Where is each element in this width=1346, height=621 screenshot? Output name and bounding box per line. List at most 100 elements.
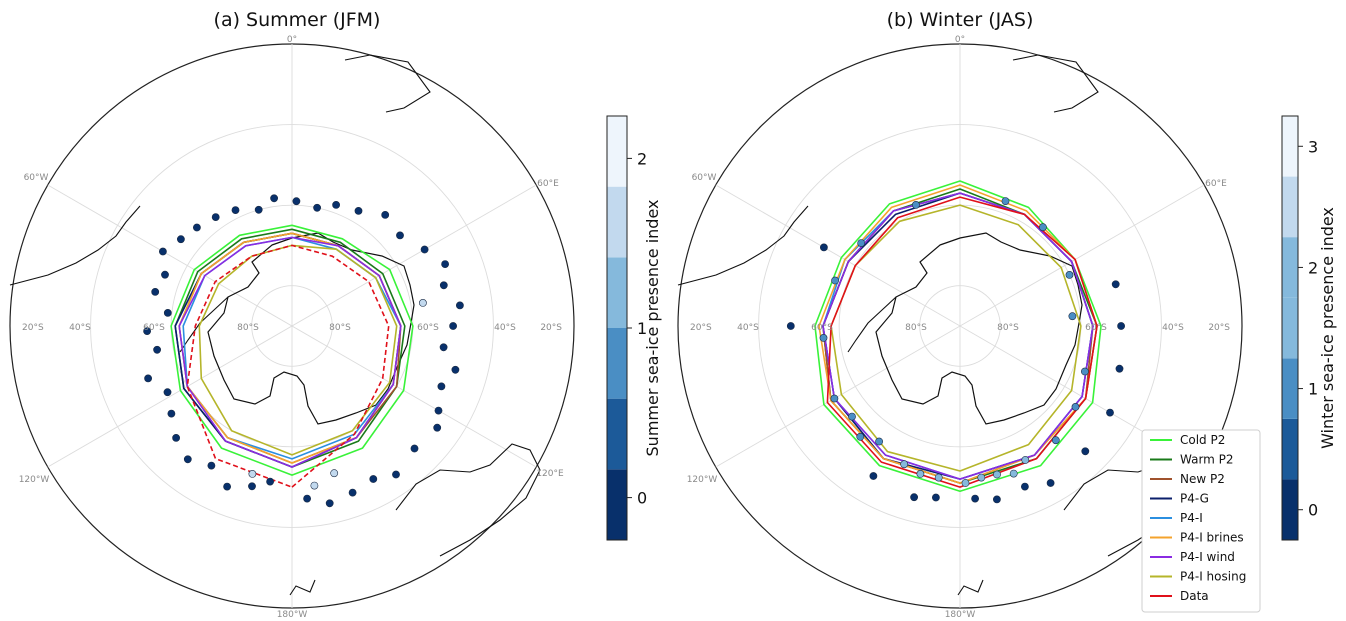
colorbar-label: Winter sea-ice presence index bbox=[1318, 207, 1337, 449]
contour-p4-i-wind bbox=[178, 236, 402, 468]
site-marker bbox=[1051, 436, 1060, 445]
site-marker bbox=[961, 479, 970, 487]
site-marker bbox=[1065, 270, 1074, 279]
australia-coast bbox=[395, 443, 541, 557]
lat-label-20s-east: 20°S bbox=[540, 323, 562, 333]
contour-data bbox=[186, 244, 390, 488]
site-marker bbox=[971, 494, 979, 503]
site-marker bbox=[354, 206, 363, 215]
panel-title: (b) Winter (JAS) bbox=[887, 9, 1034, 31]
site-marker bbox=[161, 270, 169, 279]
site-marker bbox=[1071, 402, 1080, 411]
colorbar-blocks bbox=[607, 116, 627, 540]
site-marker bbox=[1117, 322, 1125, 330]
panel-winter: (b) Winter (JAS) 0° 60°E 180°W 120°W 60°… bbox=[677, 9, 1337, 620]
colorbar-tick-label: 2 bbox=[1308, 258, 1318, 277]
legend-label: P4-I bbox=[1180, 511, 1203, 525]
lon-label-60e: 60°E bbox=[1205, 179, 1227, 189]
colorbar-block bbox=[1282, 176, 1298, 238]
site-marker bbox=[1111, 280, 1120, 289]
lat-label-20s-west: 20°S bbox=[22, 323, 44, 333]
site-marker bbox=[396, 231, 404, 240]
colorbar-frame bbox=[1281, 115, 1299, 541]
colorbar-block bbox=[607, 257, 627, 328]
polar-map: 0° 60°E 120°E 180°W 120°W 60°W 20°S 40°S… bbox=[9, 35, 575, 620]
graticule-labels: 0° 60°E 120°E 180°W 120°W 60°W 20°S 40°S… bbox=[19, 35, 564, 620]
site-marker bbox=[163, 308, 172, 317]
site-marker bbox=[144, 374, 152, 383]
site-marker bbox=[439, 343, 448, 352]
colorbar-block bbox=[1282, 418, 1298, 480]
site-marker bbox=[1046, 479, 1055, 487]
site-marker bbox=[1106, 408, 1114, 417]
site-marker bbox=[270, 194, 278, 203]
lat-label-40s-east: 40°S bbox=[1162, 323, 1184, 333]
lon-label-60w: 60°W bbox=[24, 173, 49, 183]
lat-label-20s-east: 20°S bbox=[1208, 323, 1230, 333]
site-marker bbox=[153, 345, 161, 354]
site-marker bbox=[1068, 312, 1077, 321]
site-marker bbox=[437, 382, 446, 391]
site-marker bbox=[211, 213, 220, 221]
site-marker bbox=[313, 203, 321, 212]
lat-label-60s-west: 60°S bbox=[811, 323, 833, 333]
south-america-coast bbox=[677, 205, 809, 286]
legend-label: Data bbox=[1180, 589, 1209, 603]
colorbar-tick-label: 0 bbox=[637, 489, 647, 508]
site-marker bbox=[439, 281, 448, 290]
colorbar-block bbox=[607, 328, 627, 399]
colorbar-tick-label: 2 bbox=[637, 149, 647, 168]
site-markers bbox=[143, 194, 464, 508]
site-marker bbox=[266, 477, 274, 486]
colorbar-block bbox=[607, 398, 627, 470]
lon-label-120e: 120°E bbox=[536, 469, 564, 479]
contour-cold-p2 bbox=[170, 224, 414, 476]
lat-label-80s-west: 80°S bbox=[905, 323, 927, 333]
lon-label-60e: 60°E bbox=[537, 179, 559, 189]
site-marker bbox=[932, 493, 940, 502]
legend-label: P4-I hosing bbox=[1180, 570, 1246, 584]
site-marker bbox=[254, 205, 263, 214]
panel-title: (a) Summer (JFM) bbox=[214, 9, 381, 31]
site-marker bbox=[325, 499, 334, 508]
site-marker bbox=[303, 494, 311, 503]
site-marker bbox=[418, 298, 427, 307]
site-marker bbox=[1081, 367, 1089, 376]
colorbar-block bbox=[607, 186, 627, 258]
site-marker bbox=[151, 287, 160, 296]
colorbar-blocks bbox=[1282, 116, 1298, 540]
graticule bbox=[715, 44, 1205, 608]
site-marker bbox=[163, 388, 172, 397]
lat-label-40s-west: 40°S bbox=[737, 323, 759, 333]
site-marker bbox=[369, 475, 378, 483]
antarctica-coast bbox=[207, 232, 415, 425]
legend-label: Warm P2 bbox=[1180, 453, 1234, 467]
site-marker bbox=[1009, 469, 1018, 478]
lat-label-80s-east: 80°S bbox=[997, 323, 1019, 333]
site-marker bbox=[348, 488, 357, 497]
lat-label-40s-east: 40°S bbox=[494, 323, 516, 333]
site-marker bbox=[1021, 456, 1030, 464]
site-marker bbox=[310, 481, 319, 490]
site-marker bbox=[1115, 364, 1124, 373]
colorbar-tick-label: 1 bbox=[1308, 380, 1318, 399]
site-marker bbox=[875, 437, 883, 446]
site-marker bbox=[455, 301, 464, 310]
new-zealand-coast bbox=[289, 579, 316, 596]
colorbar-block bbox=[1282, 116, 1298, 177]
legend-label: Cold P2 bbox=[1180, 433, 1225, 447]
colorbar-block bbox=[1282, 297, 1298, 359]
site-marker bbox=[451, 365, 460, 374]
contour-cold-p2 bbox=[814, 180, 1102, 492]
meridian-line bbox=[715, 184, 1205, 468]
site-marker bbox=[977, 473, 986, 482]
site-marker bbox=[192, 223, 201, 232]
panel-summer: (a) Summer (JFM) 0° 60°E 120°E 180°W 120… bbox=[9, 9, 662, 620]
site-marker bbox=[848, 412, 856, 421]
contour-p4-i-hosing bbox=[830, 204, 1082, 472]
